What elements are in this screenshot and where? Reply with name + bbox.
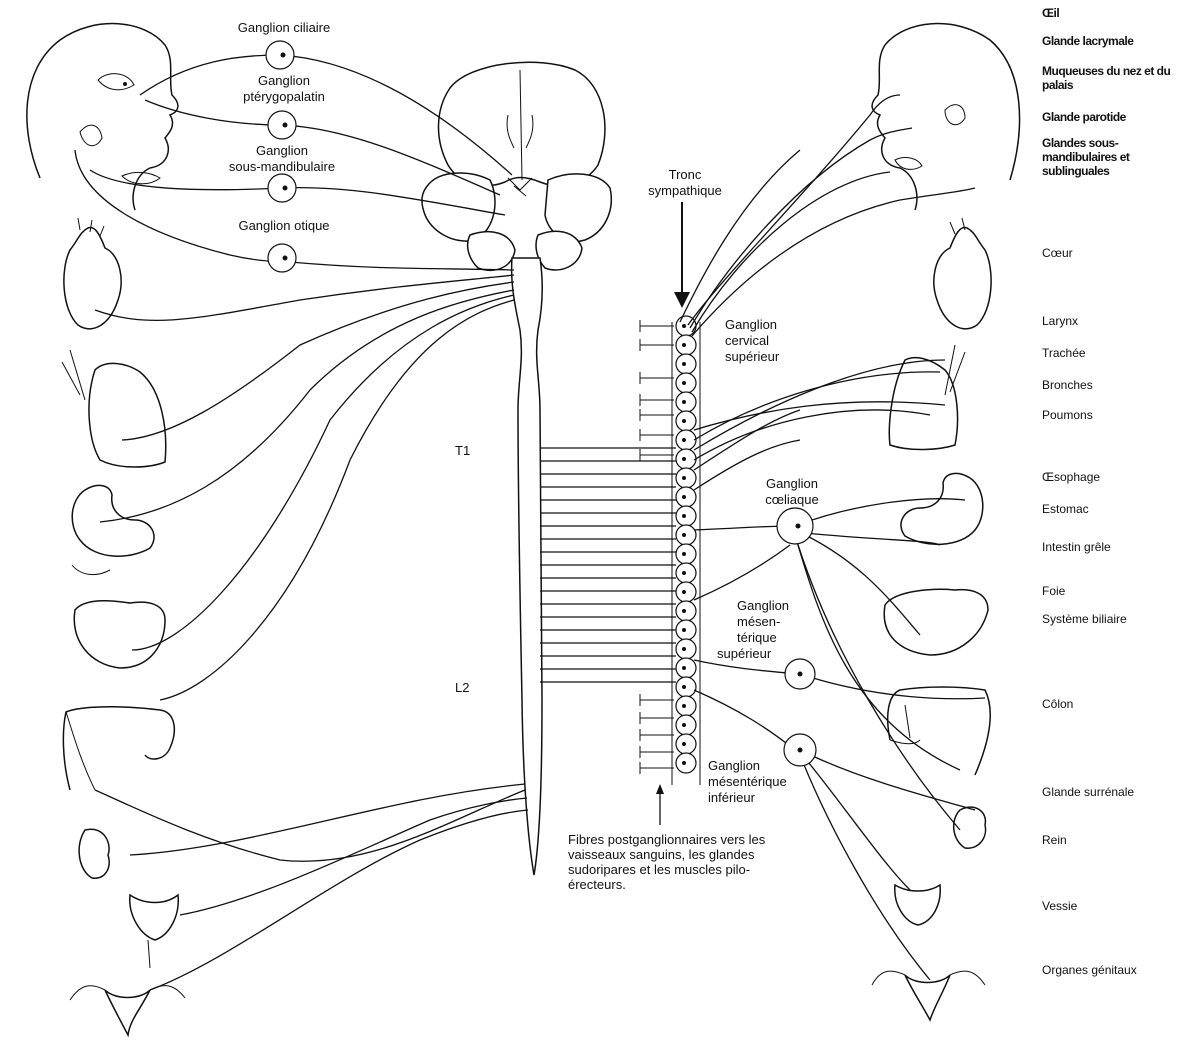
right-liver <box>884 589 988 655</box>
organ-label-trachee: Trachée <box>1042 346 1086 360</box>
ganglion-mes-sup-label-line2: mésen- <box>737 614 780 629</box>
chain-ganglion-dot <box>682 419 686 423</box>
organ-label-vessie: Vessie <box>1042 899 1077 913</box>
left-stomach <box>72 485 154 574</box>
ganglion-ciliaire-label: Ganglion ciliaire <box>224 20 344 35</box>
right-heart <box>934 218 991 329</box>
tronc-arrow <box>674 202 690 308</box>
l2-label: L2 <box>455 680 469 695</box>
tronc-label-line1: Tronc <box>640 167 730 182</box>
ganglion-mes-inf-label-line3: inférieur <box>708 790 755 805</box>
chain-ganglion-dot <box>682 495 686 499</box>
left-liver <box>74 601 165 668</box>
organ-label-bronches: Bronches <box>1042 378 1093 392</box>
chain-ganglion-dot <box>682 343 686 347</box>
ganglion-mes-inf-label-line1: Ganglion <box>708 758 760 773</box>
left-lung <box>62 350 166 467</box>
postganglionic-vessel-fibres <box>640 320 674 774</box>
chain-ganglion-dot <box>682 666 686 670</box>
organ-label-coeur: Cœur <box>1042 246 1073 260</box>
organ-label-systeme-biliaire: Système biliaire <box>1042 612 1127 626</box>
brain <box>422 62 611 270</box>
left-genitals <box>70 986 185 1035</box>
chain-ganglion-dot <box>682 438 686 442</box>
organ-label-colon: Côlon <box>1042 697 1073 711</box>
chain-ganglion-dot <box>682 476 686 480</box>
ganglion-coeliaque-label-line1: Ganglion <box>752 476 832 491</box>
chain-ganglion-dot <box>682 685 686 689</box>
sympathetic-chain <box>672 316 700 785</box>
organ-label-glande-lacrymale: Glande lacrymale <box>1042 34 1133 48</box>
chain-ganglion-dot <box>682 514 686 518</box>
organ-label-foie: Foie <box>1042 584 1065 598</box>
chain-ganglion-dot <box>682 457 686 461</box>
organ-label-glande-surrenale: Glande surrénale <box>1042 785 1134 799</box>
right-head <box>872 24 1019 210</box>
tronc-label-line2: sympathique <box>630 183 740 198</box>
left-head <box>27 24 178 210</box>
ganglion-mes-inf-label-line2: mésentérique <box>708 774 787 789</box>
ganglion-sousmand-label-line2: sous-mandibulaire <box>212 159 352 174</box>
chain-ganglion-dot <box>682 742 686 746</box>
ganglion-otique-label: Ganglion otique <box>214 218 354 233</box>
organ-label-intestin-grele: Intestin grêle <box>1042 540 1111 554</box>
ganglion-cervical-label-line1: Ganglion <box>725 317 777 332</box>
organ-label-estomac: Estomac <box>1042 502 1089 516</box>
chain-ganglion-dot <box>682 533 686 537</box>
organ-label-rein: Rein <box>1042 833 1067 847</box>
organ-label-glande-parotide: Glande parotide <box>1042 110 1126 124</box>
chain-ganglion-dot <box>682 609 686 613</box>
organ-label-organes-genitaux: Organes génitaux <box>1042 963 1137 977</box>
chain-ganglion-dot <box>682 571 686 575</box>
organ-label-oeil: Œil <box>1042 6 1059 20</box>
chain-ganglion-dot <box>682 552 686 556</box>
right-bladder <box>895 885 940 925</box>
left-bladder <box>130 895 178 968</box>
spinal-cord <box>512 258 543 875</box>
ganglion-pterygo-label-line2: ptérygopalatin <box>224 89 344 104</box>
chain-ganglion-dot <box>682 324 686 328</box>
ganglion-mes-sup-label-line4: supérieur <box>717 646 771 661</box>
left-kidney <box>79 829 109 878</box>
chain-ganglion-dot <box>682 704 686 708</box>
ganglion-mes-sup-label-line1: Ganglion <box>737 598 789 613</box>
sympathetic-ganglia <box>777 508 816 766</box>
chain-ganglion-dot <box>682 590 686 594</box>
t1-label: T1 <box>455 443 470 458</box>
chain-ganglion-dot <box>682 761 686 765</box>
chain-ganglion-dot <box>682 400 686 404</box>
chain-ganglion-dot <box>682 647 686 651</box>
organ-label-larynx: Larynx <box>1042 314 1078 328</box>
organ-label-glandes-sous-mandibulaires: Glandes sous-mandibulaires et sublingual… <box>1042 136 1192 178</box>
chain-ganglion-dot <box>682 381 686 385</box>
ganglion-coeliaque-label-line2: cœliaque <box>752 492 832 507</box>
ganglion-mes-sup-label-line3: térique <box>737 630 777 645</box>
left-heart <box>64 218 121 329</box>
ganglion-cervical-label-line3: supérieur <box>725 349 779 364</box>
chain-ganglion-dot <box>682 362 686 366</box>
ganglion-pterygo-label-line1: Ganglion <box>224 73 344 88</box>
preganglionic-fibres <box>540 448 676 682</box>
ganglion-sousmand-label-line1: Ganglion <box>212 143 352 158</box>
chain-ganglion-dot <box>682 628 686 632</box>
right-stomach <box>901 473 983 544</box>
organ-label-muqueuses: Muqueuses du nez et du palais <box>1042 64 1192 92</box>
organ-label-poumons: Poumons <box>1042 408 1093 422</box>
chain-ganglion-dot <box>682 723 686 727</box>
left-colon <box>63 707 174 790</box>
right-colon <box>888 687 991 775</box>
ganglion-cervical-label-line2: cervical <box>725 333 769 348</box>
fibres-postganglionnaires-label: Fibres postganglionnaires vers les vaiss… <box>568 832 790 892</box>
organ-label-oesophage: Œsophage <box>1042 470 1100 484</box>
fibres-arrow <box>656 784 664 825</box>
